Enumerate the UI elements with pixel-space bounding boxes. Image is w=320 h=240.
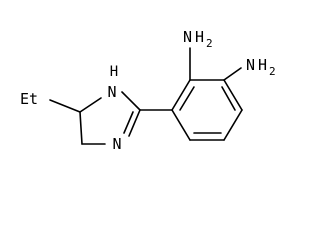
bond-c2-n3-double <box>123 111 134 134</box>
bond-c2-n3 <box>128 109 141 137</box>
bond-ethyl-to-c5 <box>49 99 81 113</box>
amine-right-n-label: N <box>246 56 255 74</box>
bond-benz-6 <box>171 109 191 141</box>
molecule-structure: Et H N N N H 2 N H 2 <box>20 28 276 153</box>
ethyl-label: Et <box>20 90 38 108</box>
amine-top-h-label: H <box>195 28 204 46</box>
ring-nh-hydrogen-label: H <box>110 64 118 80</box>
bond-benz-4 <box>223 109 243 141</box>
bond-benz-3 <box>223 79 243 111</box>
structure-canvas: Et H N N N H 2 N H 2 <box>20 28 276 153</box>
bond-benz-1 <box>171 79 191 111</box>
amine-top-subscript: 2 <box>206 37 213 50</box>
bond-to-amine-right <box>223 67 242 81</box>
bond-n1-c2 <box>121 91 141 111</box>
bond-benz-inner-1 <box>179 86 195 111</box>
bond-c5-n1 <box>79 97 102 113</box>
amine-right-h-label: H <box>258 56 267 74</box>
amine-right-subscript: 2 <box>269 65 276 78</box>
ring-nh-nitrogen-label: N <box>107 83 116 101</box>
amine-top-n-label: N <box>183 28 192 46</box>
bond-c4-c5 <box>79 111 83 145</box>
ring-n-label: N <box>112 135 121 153</box>
bond-benz-inner-2 <box>221 86 236 111</box>
